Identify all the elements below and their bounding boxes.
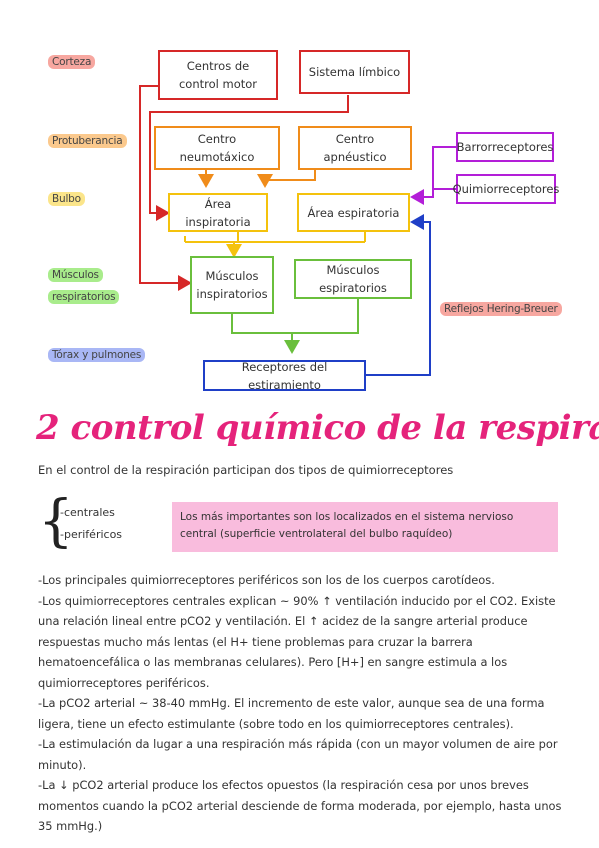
red-connector-area (149, 95, 349, 221)
highlight-note: Los más importantes son los localizados … (172, 502, 558, 552)
box-area-espiratoria-label: Área espiratoria (307, 205, 400, 220)
box-musculos-inspiratorios: Músculos inspiratorios (190, 256, 274, 314)
red-connector-muscles (139, 85, 192, 291)
diagram-connectors (139, 85, 456, 376)
reflejos-label: Reflejos Hering-Breuer (440, 302, 562, 316)
box-area-espiratoria: Área espiratoria (297, 193, 410, 232)
box-quimiorreceptores: Quimiorreceptores (453, 174, 559, 204)
box-centro-neumotaxico-label: Centro neumotáxico (179, 132, 255, 164)
type-centrales: -centrales (60, 506, 115, 519)
box-centros-control-label: Centros de control motor (178, 59, 258, 91)
orange-connector-apneustico (257, 170, 316, 188)
level-protuberancia: Protuberancia (48, 134, 127, 148)
paragraph: -Los principales quimiorreceptores perif… (38, 573, 495, 587)
box-receptores-estiramiento-label: Receptores del estiramiento (241, 359, 328, 392)
box-musculos-espiratorios-label: Músculos espiratorios (319, 263, 387, 295)
box-quimiorreceptores-label: Quimiorreceptores (452, 182, 560, 196)
green-connector (231, 299, 359, 352)
brace-icon: { (38, 489, 74, 554)
box-barorreceptores-label: Barrorreceptores (456, 140, 554, 154)
paragraph: -La ↓ pCO2 arterial produce los efectos … (38, 778, 562, 833)
level-respiratorios: respiratorios (48, 290, 120, 304)
purple-connector-baro (410, 146, 456, 205)
box-area-inspiratoria-label: Área inspiratoria (185, 196, 251, 229)
paragraph: -Los quimiorreceptores centrales explica… (38, 593, 556, 690)
box-centros-control: Centros de control motor (158, 50, 278, 100)
box-barorreceptores: Barrorreceptores (456, 132, 554, 162)
paragraph: -La pCO2 arterial ~ 38-40 mmHg. El incre… (38, 696, 545, 731)
box-sistema-limbico: Sistema límbico (299, 50, 410, 94)
level-musculos: Músculos (48, 268, 103, 282)
box-sistema-limbico-label: Sistema límbico (308, 65, 401, 79)
body-text: -Los principales quimiorreceptores perif… (38, 570, 568, 837)
type-perifericos: -periféricos (60, 528, 123, 541)
box-musculos-inspiratorios-label: Músculos inspiratorios (196, 269, 268, 301)
box-centro-apneustico-label: Centro apnéustico (323, 132, 387, 164)
blue-connector (366, 214, 431, 376)
box-musculos-espiratorios: Músculos espiratorios (294, 259, 412, 299)
box-receptores-estiramiento: Receptores del estiramiento (203, 359, 366, 392)
level-corteza: Corteza (48, 55, 96, 69)
box-area-inspiratoria: Área inspiratoria (168, 193, 268, 232)
section-title: 2 control químico de la respira. (36, 408, 599, 448)
intro-text: En el control de la respiración particip… (38, 463, 454, 477)
box-centro-neumotaxico: Centro neumotáxico (154, 126, 280, 170)
box-centro-apneustico: Centro apnéustico (298, 126, 412, 170)
yellow-connector (185, 232, 366, 254)
level-bulbo: Bulbo (48, 192, 85, 206)
level-torax: Tórax y pulmones (48, 348, 146, 362)
paragraph: -La estimulación da lugar a una respirac… (38, 737, 558, 772)
